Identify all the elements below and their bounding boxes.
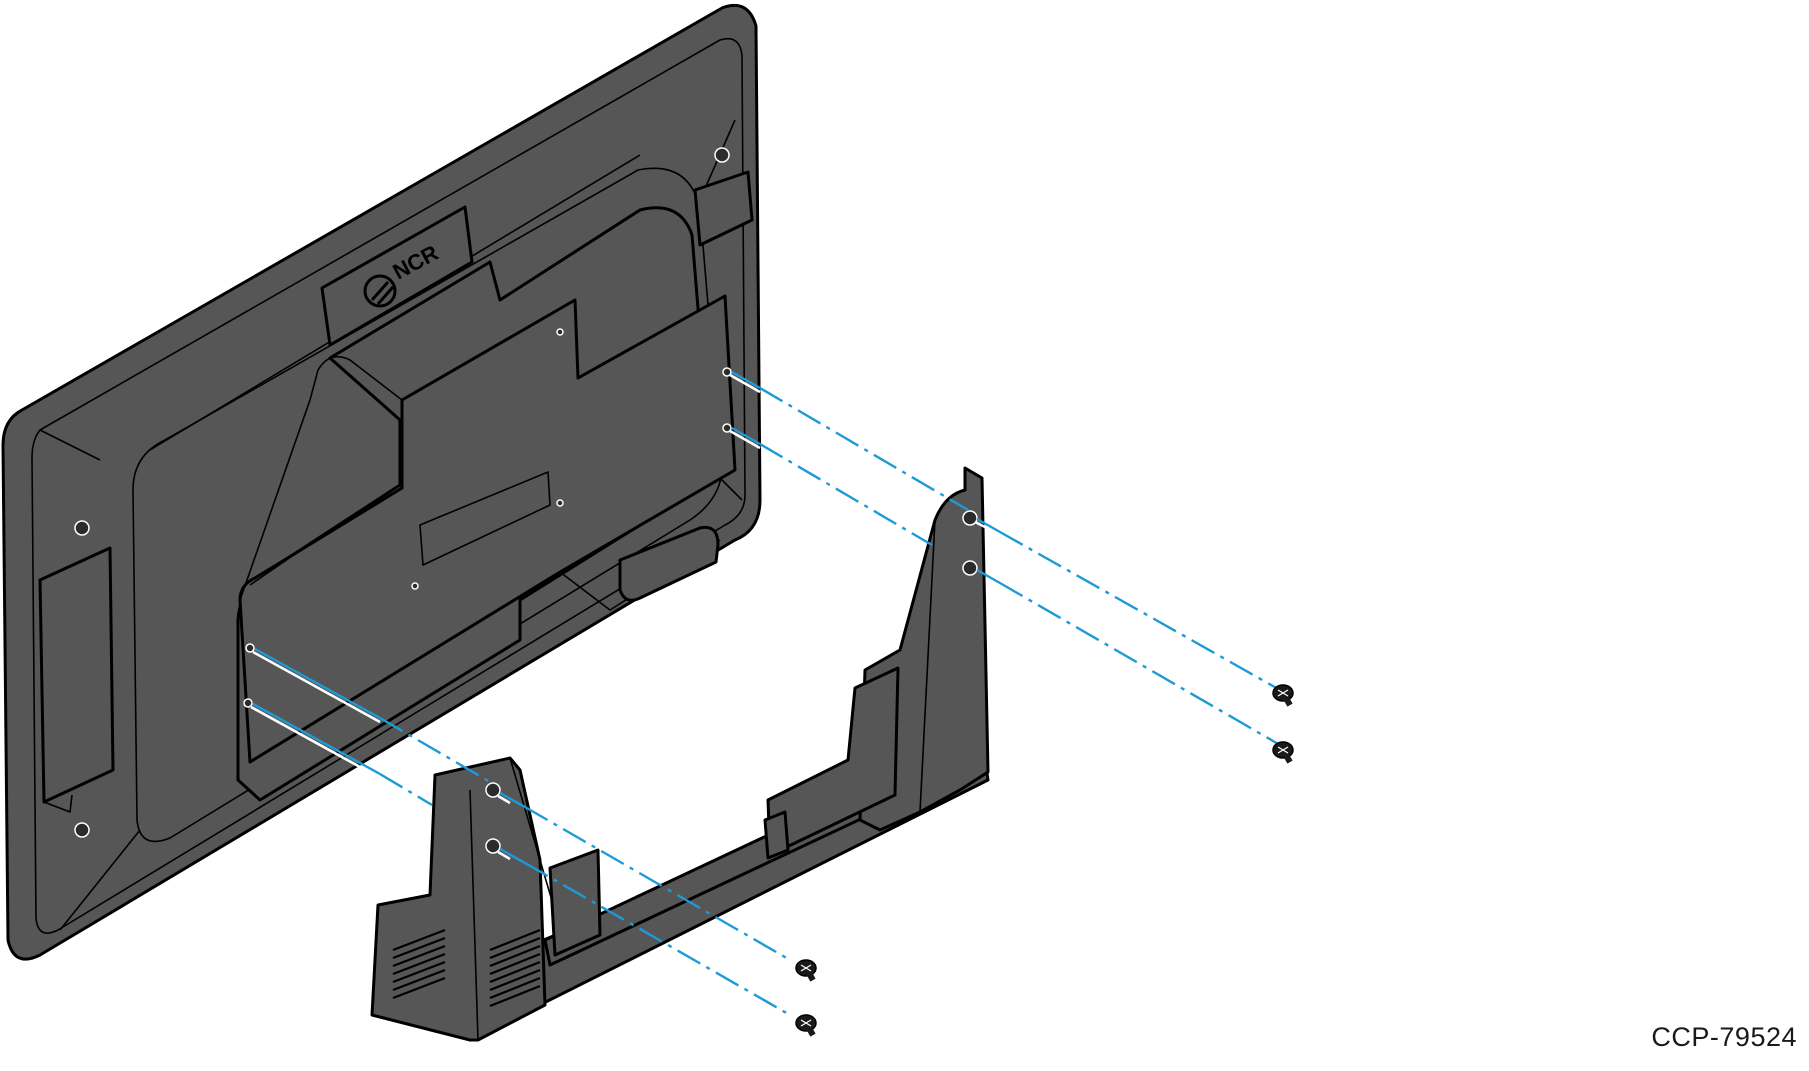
mount-hole-1 (722, 367, 732, 377)
bezel-hole-top-left (74, 520, 90, 536)
screw-left-lower (795, 1014, 817, 1037)
display-unit: NCR (1, 3, 762, 961)
guide-line-right-upper (759, 386, 969, 512)
logo-tab (320, 205, 474, 347)
ncr-logo-icon (363, 274, 397, 308)
plate-screw-hole (556, 499, 564, 507)
guide-line-right-lower (759, 442, 933, 547)
bezel-hole-bottom-left (74, 822, 90, 838)
bracket-hole-right-lower (962, 560, 978, 576)
ncr-logo-swoosh (370, 281, 395, 305)
vent-slots-right (489, 928, 541, 1008)
guide-line-left-lower (379, 772, 433, 807)
right-hinge (693, 170, 754, 247)
vesa-plate (238, 294, 737, 764)
vent-slots-left (392, 928, 446, 1000)
screw-right-lower (1272, 741, 1294, 764)
mounting-bracket (370, 466, 990, 1042)
side-connector-cover (38, 546, 115, 804)
mount-hole-2 (722, 423, 732, 433)
plate-screw-hole (411, 582, 419, 590)
mount-hole-4 (243, 698, 253, 708)
bracket-right-lip (763, 810, 790, 860)
bracket-left-arm (370, 756, 547, 1042)
plate-screw-hole (556, 328, 564, 336)
bracket-hole-right-upper (962, 510, 978, 526)
bracket-left-riser (548, 848, 602, 957)
alignment-guides (250, 370, 1281, 1017)
mount-hole-3 (245, 643, 255, 653)
bezel-hole-top-right (714, 147, 730, 163)
bottom-right-foot (618, 525, 720, 602)
bracket-hole-left-lower (485, 838, 501, 854)
screw-left-upper (795, 959, 817, 982)
screw-right-upper (1272, 684, 1294, 707)
display-bezel (1, 3, 762, 961)
guide-line-left-upper (379, 716, 491, 784)
figure-id-label: CCP-79524 (1651, 1022, 1797, 1052)
bracket-hole-left-upper (485, 782, 501, 798)
